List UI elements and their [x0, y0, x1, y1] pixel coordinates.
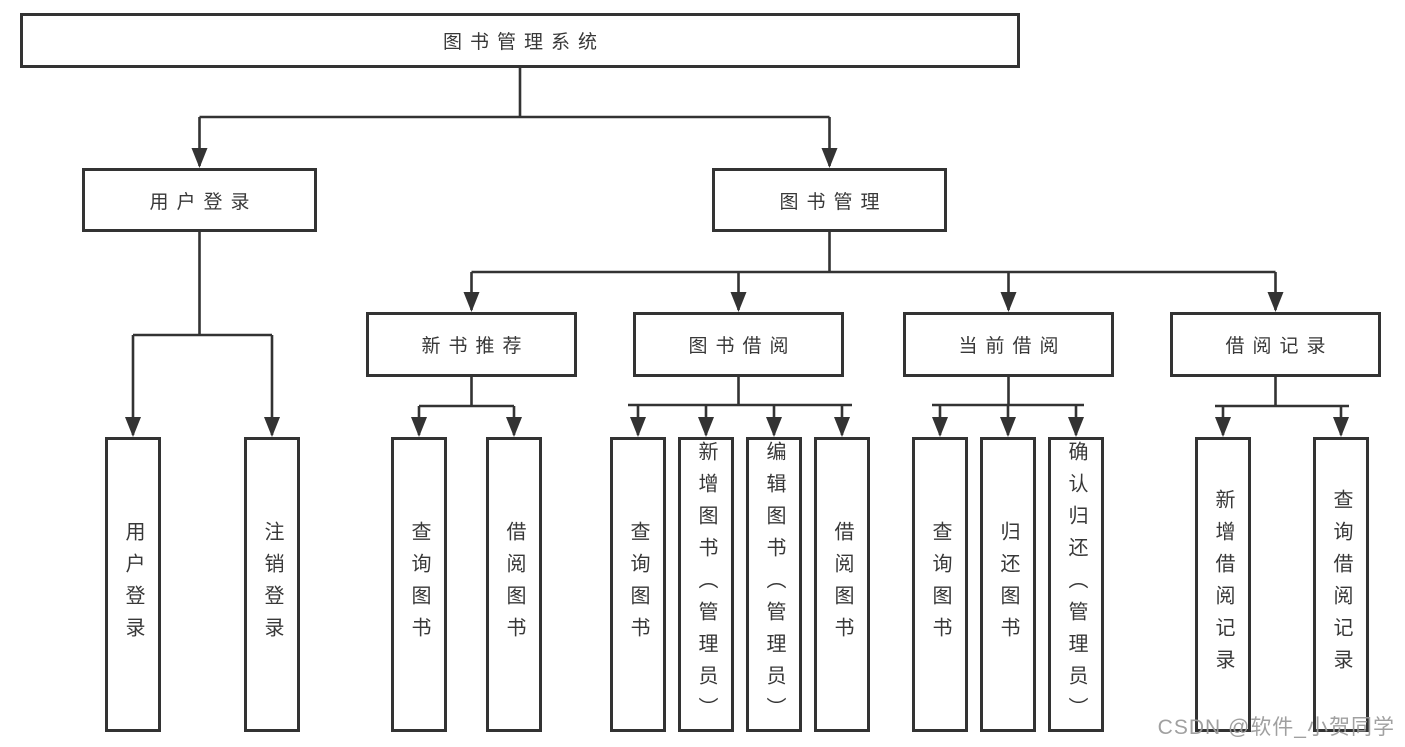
arrowhead [191, 148, 208, 168]
leaf-user-login: 用户登录 [105, 437, 161, 732]
connector-line [470, 232, 1277, 310]
connector-root-to-level2 [191, 68, 838, 168]
leaf-edit-books-admin: 编辑图书（管理员） [746, 437, 802, 732]
leaf-label: 归还图书 [997, 520, 1019, 649]
leaf-borrow-books-recommend: 借阅图书 [486, 437, 542, 732]
leaf-query-books-current: 查询图书 [912, 437, 968, 732]
connector-borrow-records-to-leaves [1215, 377, 1349, 437]
leaf-query-books-recommend: 查询图书 [391, 437, 447, 732]
arrowhead [932, 417, 948, 437]
leaf-label: 借阅图书 [503, 520, 525, 649]
leaf-label: 新增借阅记录 [1212, 488, 1234, 681]
node-new-book-recommend: 新书推荐 [366, 312, 577, 377]
leaf-logout: 注销登录 [244, 437, 300, 732]
leaf-borrow-books: 借阅图书 [814, 437, 870, 732]
arrowhead [766, 417, 782, 437]
connector-book-borrow-to-leaves [628, 377, 852, 437]
leaf-add-borrow-record: 新增借阅记录 [1195, 437, 1251, 732]
leaf-label: 查询图书 [627, 520, 649, 649]
arrowhead [506, 417, 522, 437]
arrowhead [821, 148, 838, 168]
arrowhead [1000, 417, 1016, 437]
arrowhead [463, 292, 480, 312]
leaf-label: 新增图书（管理员） [695, 440, 717, 729]
connector-new-book-to-leaves [411, 377, 522, 437]
arrowhead [1267, 292, 1284, 312]
arrowhead [264, 417, 280, 437]
node-current-borrowing: 当前借阅 [903, 312, 1114, 377]
arrowhead [125, 417, 141, 437]
arrowhead [411, 417, 427, 437]
leaf-label: 编辑图书（管理员） [763, 440, 785, 729]
connector-line [198, 68, 831, 166]
leaf-label: 注销登录 [261, 520, 283, 649]
arrowhead [1215, 417, 1231, 437]
leaf-return-books: 归还图书 [980, 437, 1036, 732]
arrowhead [630, 417, 646, 437]
leaf-label: 查询借阅记录 [1330, 488, 1352, 681]
node-book-management: 图书管理 [712, 168, 947, 232]
leaf-label: 用户登录 [122, 520, 144, 649]
connector-current-borrow-to-leaves [932, 377, 1084, 437]
connector-line [1215, 377, 1349, 435]
arrowhead [1000, 292, 1017, 312]
node-borrowing-records: 借阅记录 [1170, 312, 1381, 377]
watermark: CSDN @软件_小贺同学 [1157, 716, 1395, 739]
connector-user-login-to-leaves [125, 232, 280, 437]
arrowhead [698, 417, 714, 437]
connector-line [628, 377, 852, 435]
leaf-confirm-return-admin: 确认归还（管理员） [1048, 437, 1104, 732]
leaf-query-books-borrow: 查询图书 [610, 437, 666, 732]
leaf-label: 查询图书 [408, 520, 430, 649]
node-user-login: 用户登录 [82, 168, 317, 232]
arrowhead [1333, 417, 1349, 437]
connector-line [417, 377, 516, 435]
connector-book-management-to-level3 [463, 232, 1284, 312]
arrowhead [1068, 417, 1084, 437]
leaf-label: 借阅图书 [831, 520, 853, 649]
arrowhead [730, 292, 747, 312]
arrowhead [834, 417, 850, 437]
connector-line [131, 232, 274, 435]
leaf-add-books-admin: 新增图书（管理员） [678, 437, 734, 732]
node-root: 图书管理系统 [20, 13, 1020, 68]
node-book-borrowing: 图书借阅 [633, 312, 844, 377]
leaf-label: 确认归还（管理员） [1065, 440, 1087, 729]
leaf-query-borrow-record: 查询借阅记录 [1313, 437, 1369, 732]
leaf-label: 查询图书 [929, 520, 951, 649]
